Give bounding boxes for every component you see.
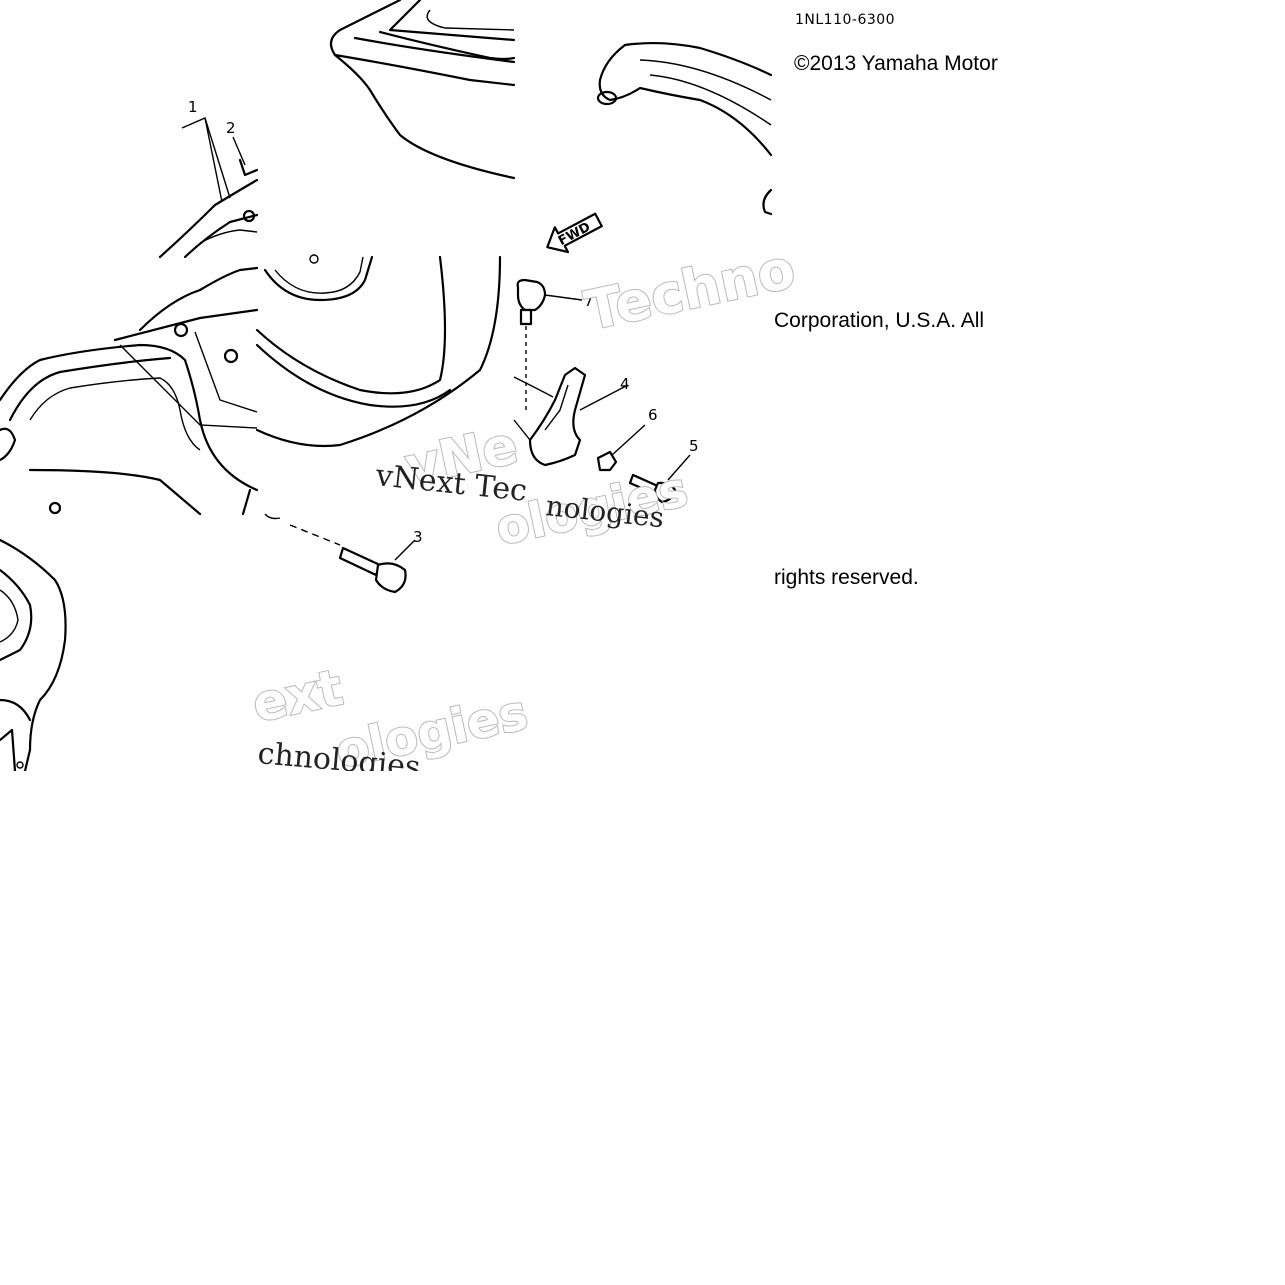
seat-pad-left	[0, 266, 259, 516]
seat-lower-left	[0, 538, 67, 773]
callout-4: 4	[620, 375, 630, 393]
callout-6: 6	[648, 406, 658, 424]
watermark-text: ext	[247, 658, 347, 733]
callout-5: 5	[689, 437, 699, 455]
watermark-tile-b: vNext Tec nologies	[373, 458, 665, 534]
copyright-line-3: rights reserved.	[774, 566, 919, 589]
callout-2: 2	[226, 119, 236, 137]
seat-front-corner: 1 2	[158, 98, 259, 259]
watermark-text: Techno	[580, 237, 801, 343]
seat-bolt: 3	[264, 513, 423, 594]
seat-center	[255, 254, 502, 448]
grab-rail: FWD	[546, 42, 773, 254]
seat-lock-bracket: 7 4 6 5	[513, 278, 699, 504]
fwd-arrow: FWD	[546, 212, 603, 254]
copyright-line-1: ©2013 Yamaha Motor	[794, 52, 998, 75]
part-code: 1NL110-6300	[795, 12, 896, 28]
callout-3: 3	[413, 528, 423, 546]
callout-7: 7	[584, 292, 594, 310]
seat-rear-section	[329, 0, 516, 180]
watermark-tile-c: ext ologies chnologies	[246, 657, 533, 785]
callout-1: 1	[188, 98, 198, 116]
copyright-line-2: Corporation, U.S.A. All	[774, 309, 985, 332]
